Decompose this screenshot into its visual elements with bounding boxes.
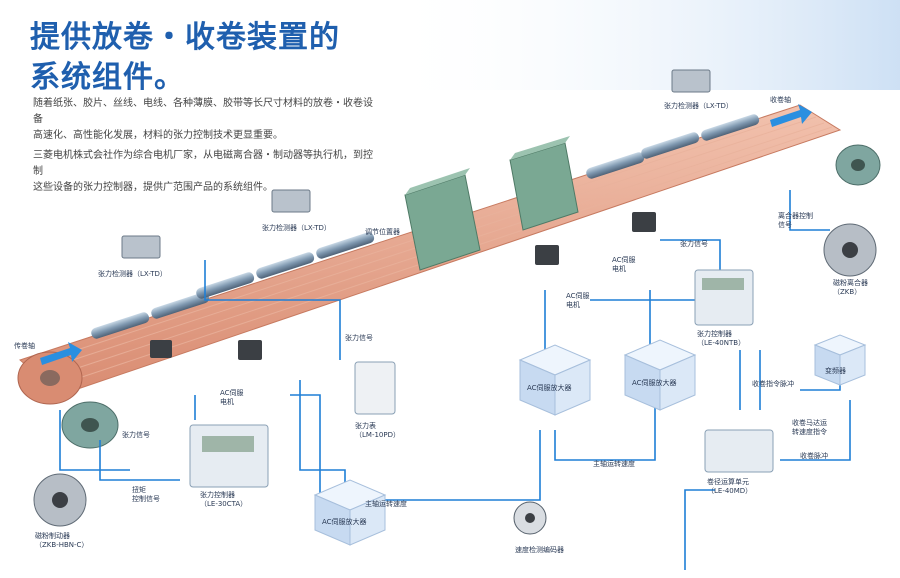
brake-detail-hub <box>52 492 68 508</box>
servo-amp-cube-3 <box>623 339 697 411</box>
control-unit-device <box>704 429 774 473</box>
label-speed-pulse: 收卷脉冲 <box>800 451 828 460</box>
intro-paragraph-2: 三菱电机株式会社作为综合电机厂家，从电磁离合器・制动器等执行机，到控制 这些设备… <box>33 148 373 196</box>
servo-amp-cube-2 <box>518 344 592 416</box>
intro-p1-line1: 随着纸张、胶片、丝线、电线、各种薄膜、胶带等长尺寸材料的放卷・收卷设备 <box>33 98 373 125</box>
motor-3 <box>535 245 559 265</box>
label-ac-servo-motor-2: AC伺服电机 <box>566 291 590 309</box>
label-tension-detector-1: 张力检测器（LX-TD） <box>98 269 167 278</box>
label-adjust-position: 调节位置器 <box>365 227 400 236</box>
winding-clutch-hub <box>851 159 865 171</box>
label-torque-signal: 扭矩控制信号 <box>132 485 160 503</box>
servo-amp-cube-1 <box>313 479 387 546</box>
encoder-shaft <box>525 513 535 523</box>
label-main-speed: 主轴运转速度 <box>365 499 407 508</box>
rollers <box>91 114 760 339</box>
label-tension-signal-1: 张力信号 <box>122 430 150 439</box>
label-position-pulse: 收卷指令脉冲 <box>752 379 794 388</box>
label-ac-servo-motor-1: AC伺服电机 <box>220 388 244 406</box>
label-main-speed-2: 主轴运转速度 <box>593 459 635 468</box>
tension-meter-device <box>354 361 396 415</box>
label-clutch-signal: 离合器控制信号 <box>778 211 813 229</box>
motor-2 <box>238 340 262 360</box>
headline-line-2: 系统组件。 <box>30 60 185 95</box>
label-ac-servo-amp-2: AC伺服放大器 <box>527 383 572 392</box>
label-unwind: 传卷轴 <box>14 341 35 350</box>
label-tension-controller-auto: 张力控制器（LE-40NTB） <box>697 329 745 347</box>
motor-4 <box>632 212 656 232</box>
label-tension-signal-2: 张力信号 <box>345 333 373 342</box>
label-clutch: 磁粉离合器（ZKB） <box>833 278 868 296</box>
inverter-cube <box>813 334 867 386</box>
tension-detector-3-device <box>671 69 711 93</box>
label-tension-signal-3: 张力信号 <box>680 239 708 248</box>
auto-controller-screen <box>702 278 744 290</box>
tension-detector-1-device <box>121 235 161 259</box>
intro-p2-line2: 这些设备的张力控制器，提供广范围产品的系统组件。 <box>33 182 273 193</box>
tension-detector-2-device <box>271 189 311 213</box>
tension-controller-screen <box>202 436 254 452</box>
label-ac-servo-motor-3: AC伺服电机 <box>612 255 636 273</box>
unwind-roll-core <box>40 370 60 386</box>
sky-band <box>380 0 900 90</box>
brake-wheel-hub <box>81 418 99 432</box>
label-encoder: 速度检测编码器 <box>515 545 564 554</box>
intro-p2-line1: 三菱电机株式会社作为综合电机厂家，从电磁离合器・制动器等执行机，到控制 <box>33 150 373 177</box>
label-winding: 收卷轴 <box>770 95 791 104</box>
label-inverter: 变频器 <box>825 366 846 375</box>
label-tension-detector-2: 张力检测器（LX-TD） <box>262 223 331 232</box>
label-control-unit: 卷径运算单元（LE-40MD） <box>707 477 752 495</box>
intro-p1-line2: 高速化、高性能化发展，材料的张力控制技术更显重要。 <box>33 130 283 141</box>
label-ac-servo-amp-1: AC伺服放大器 <box>322 517 367 526</box>
headline-line-1: 提供放卷・收卷装置的 <box>30 20 340 55</box>
tension-controller-device <box>189 424 269 488</box>
motor-1 <box>150 340 172 358</box>
flow-arrow-right <box>770 104 812 127</box>
label-tension-controller: 张力控制器（LE-30CTA） <box>200 490 247 508</box>
label-tension-detector-3: 张力检测器（LX-TD） <box>664 101 733 110</box>
clutch-detail-hub <box>842 242 858 258</box>
label-tension-meter: 张力表（LM-10PD） <box>355 421 400 439</box>
label-brake: 磁粉制动器（ZKB-HBN-C） <box>35 531 88 549</box>
label-ac-servo-amp-3: AC伺服放大器 <box>632 378 677 387</box>
flow-arrow-left <box>40 342 82 365</box>
label-winding-speed-cmd: 收卷马达运转速度指令 <box>792 418 827 436</box>
press-unit-2 <box>509 136 579 231</box>
press-unit-1 <box>404 168 481 271</box>
intro-paragraph-1: 随着纸张、胶片、丝线、电线、各种薄膜、胶带等长尺寸材料的放卷・收卷设备 高速化、… <box>33 96 373 144</box>
